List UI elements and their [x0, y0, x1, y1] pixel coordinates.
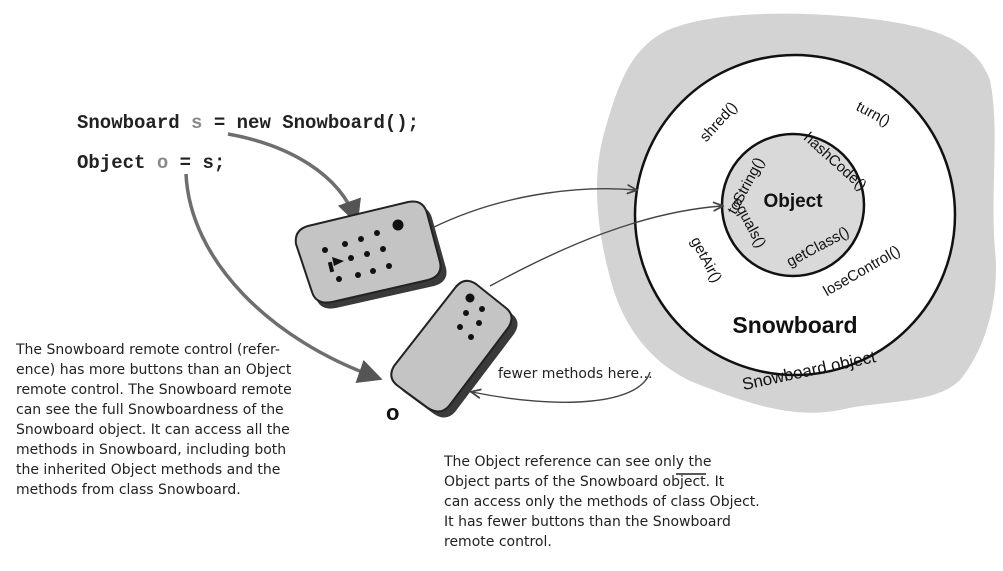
note-line: remote control. The Snowboard remote: [16, 382, 292, 398]
fewer-methods-arrow: [472, 371, 651, 403]
note-line: Snowboard object. It can access all the: [16, 422, 290, 438]
snowboard-remote: [294, 200, 447, 309]
object-label: Object: [763, 191, 823, 212]
note-line: the inherited Object methods and the: [16, 462, 281, 478]
note-line: Object parts of the Snowboard object. It: [444, 474, 725, 490]
note-line: The Snowboard remote control (refer-: [16, 342, 280, 358]
note-line: can see the full Snowboardness of the: [16, 402, 284, 418]
snowboard-remote-to-object-arrow: [431, 189, 636, 229]
note-line: remote control.: [444, 534, 552, 550]
snowboard-reference-note: The Snowboard remote control (refer- enc…: [16, 340, 292, 500]
note-line: can access only the methods of class Obj…: [444, 494, 760, 510]
fewer-methods-label: fewer methods here...: [498, 366, 653, 382]
code-line-2: Object o = s;: [77, 152, 225, 174]
code-line-1: Snowboard s = new Snowboard();: [77, 112, 419, 134]
note-line: methods from class Snowboard.: [16, 482, 241, 498]
object-reference-note: The Object reference can see only the Ob…: [444, 452, 760, 552]
note-line: methods in Snowboard, including both: [16, 442, 287, 458]
o-to-remote-arrow: [184, 173, 383, 384]
note-line: It has fewer buttons than the Snowboard: [444, 514, 731, 530]
reference-o-label: o: [386, 400, 399, 425]
object-remote: [390, 279, 518, 418]
snowboard-label: Snowboard: [732, 312, 857, 338]
note-line: The Object reference can see only the: [444, 454, 712, 470]
s-to-remote-arrow: [227, 132, 361, 225]
object-remote-to-object-arrow: [489, 206, 722, 287]
note-line: ence) has more buttons than an Object: [16, 362, 292, 378]
